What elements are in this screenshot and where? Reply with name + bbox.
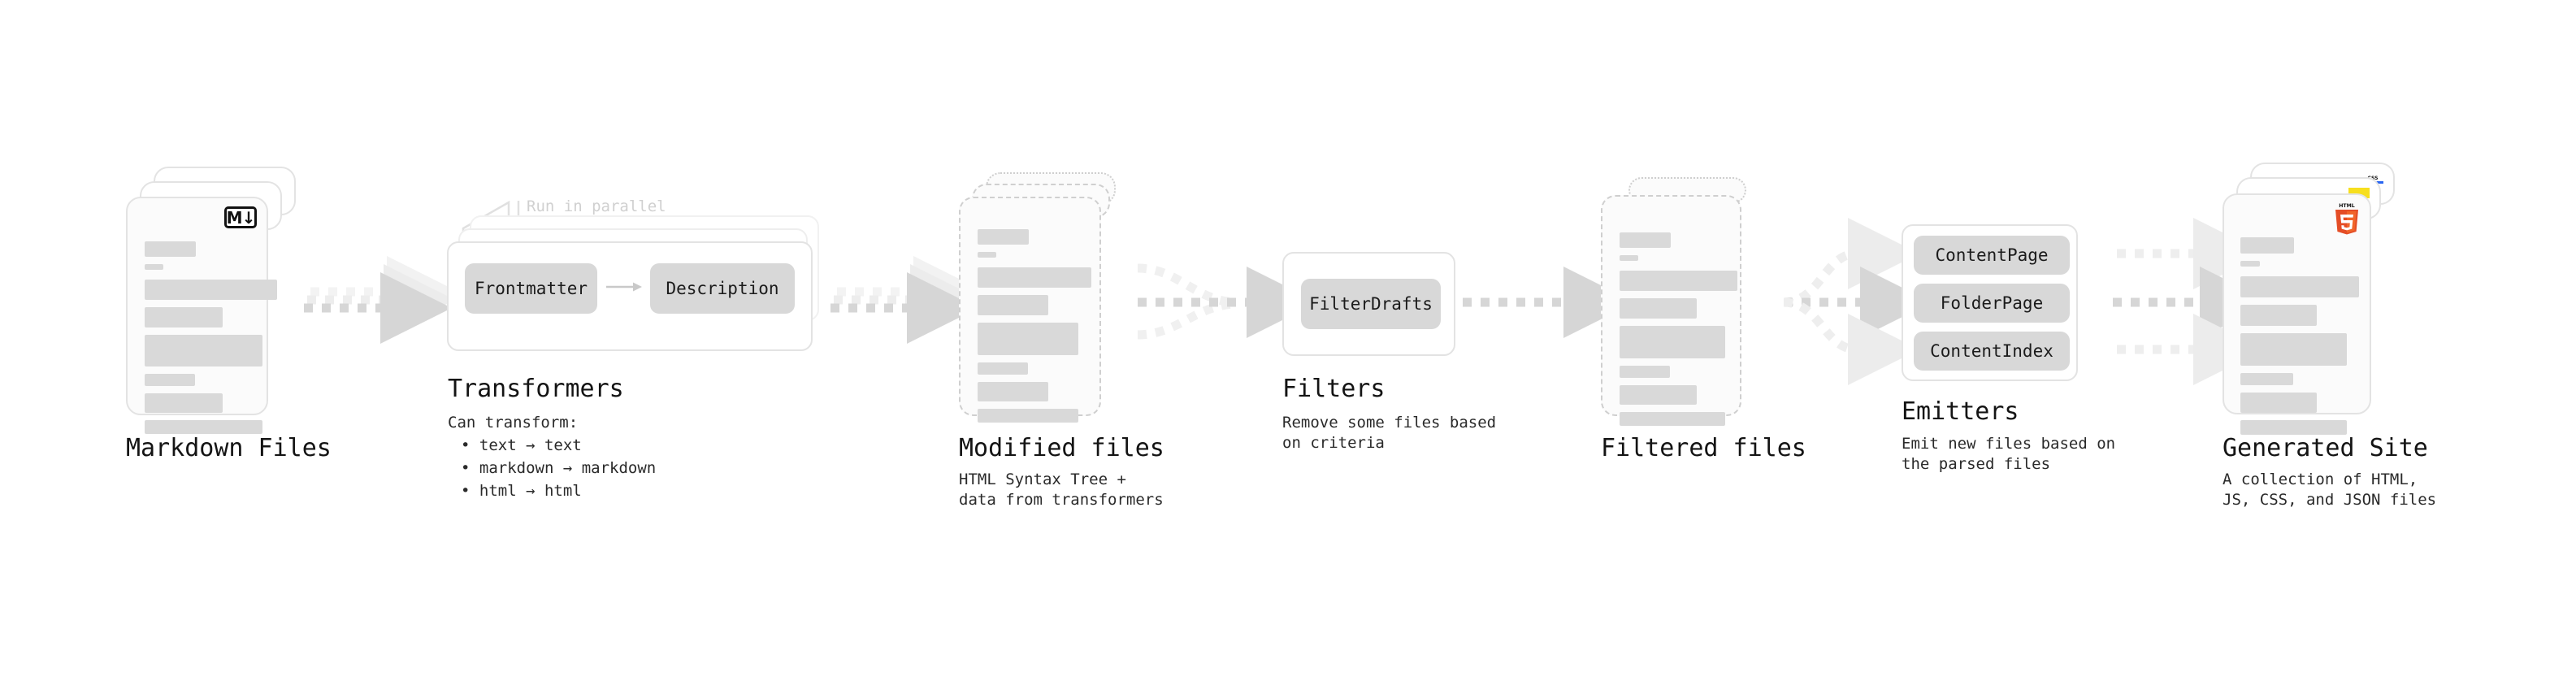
transformer-chip-description[interactable]: Description [650,263,795,314]
modified-files-label: Modified files [959,434,1164,462]
filters-caption: Remove some files based on criteria [1282,414,1497,452]
content-bar [978,267,1091,288]
content-bar [978,362,1028,375]
emitter-chip-contentpage[interactable]: ContentPage [1914,236,2070,275]
site-content-bars [2240,237,2359,442]
modified-files-stack [959,172,1146,424]
content-bar [1620,366,1670,378]
content-bar [145,264,163,270]
content-bar [145,393,223,413]
content-bar [1620,385,1697,405]
emitters-label: Emitters [1902,397,2019,426]
filters-label: Filters [1282,375,1386,403]
content-bar [145,335,262,367]
filtered-sheet-front [1601,195,1741,426]
arrow-md-to-transformers [304,256,458,344]
site-sheet-front: HTML [2223,193,2371,435]
transformers-label: Transformers [448,375,624,403]
content-bar [1620,232,1671,248]
content-bar [2240,305,2317,326]
filters-box: FilterDrafts [1282,252,1455,356]
arrow-emitters-to-site [2113,218,2271,385]
markdown-content-bars [145,241,277,441]
emitter-chip-contentindex[interactable]: ContentIndex [1914,332,2070,371]
content-bar [2240,333,2347,366]
content-bar [145,374,195,386]
emitters-box: ContentPage FolderPage ContentIndex [1902,224,2078,381]
transformer-flow-arrow [606,282,642,292]
transformers-bullet-1: • markdown → markdown [461,459,657,477]
modified-content-bars [978,229,1091,430]
generated-site-stack: CSS HTML [2223,163,2418,435]
content-bar [2240,276,2359,297]
content-bar [1620,412,1725,426]
content-bar [1620,271,1737,291]
markdown-files-stack: M↓ [126,167,313,434]
content-bar [1620,255,1638,261]
markdown-files-label: Markdown Files [126,434,332,462]
content-bar [2240,237,2294,254]
content-bar [145,307,223,327]
content-bar [1620,326,1725,358]
content-bar [978,382,1048,401]
emitter-chip-folderpage[interactable]: FolderPage [1914,284,2070,323]
transformers-caption-heading: Can transform: [448,414,579,432]
transformers-bullet-0: • text → text [461,436,582,454]
html5-icon: HTML [2333,202,2361,235]
filtered-files-stack [1601,177,1788,429]
emitters-caption: Emit new files based on the parsed files [1902,435,2116,473]
content-bar [2240,373,2293,385]
content-bar [145,420,262,434]
content-bar [978,229,1029,245]
content-bar [145,280,277,300]
transformer-chip-frontmatter[interactable]: Frontmatter [465,263,597,314]
arrow-filtered-to-emitters [1783,218,1932,385]
svg-text:HTML: HTML [2339,203,2355,209]
content-bar [145,241,196,257]
modified-sheet-front [959,197,1101,423]
generated-site-caption: A collection of HTML, JS, CSS, and JSON … [2223,471,2437,509]
transformer-card-front: Frontmatter Description [447,241,813,351]
content-bar [978,323,1078,355]
markdown-icon: M↓ [224,206,257,228]
content-bar [978,409,1078,423]
run-in-parallel-note: Run in parallel [527,197,666,215]
markdown-sheet-front: M↓ [126,197,277,434]
content-bar [2240,261,2260,267]
filtered-content-bars [1620,232,1737,433]
content-bar [2240,393,2317,413]
filter-chip-filterdrafts[interactable]: FilterDrafts [1301,279,1441,329]
content-bar [2240,420,2347,435]
transformers-bullet-2: • html → html [461,482,582,500]
arrow-modified-to-filters [1137,263,1318,340]
arrow-transformers-to-modified [830,256,985,344]
filtered-files-label: Filtered files [1601,434,1806,462]
generated-site-label: Generated Site [2223,434,2428,462]
content-bar [1620,298,1697,319]
content-bar [978,252,996,258]
content-bar [978,295,1048,315]
modified-files-caption: HTML Syntax Tree + data from transformer… [959,471,1164,509]
transformers-stack: Frontmatter Description [447,215,837,354]
